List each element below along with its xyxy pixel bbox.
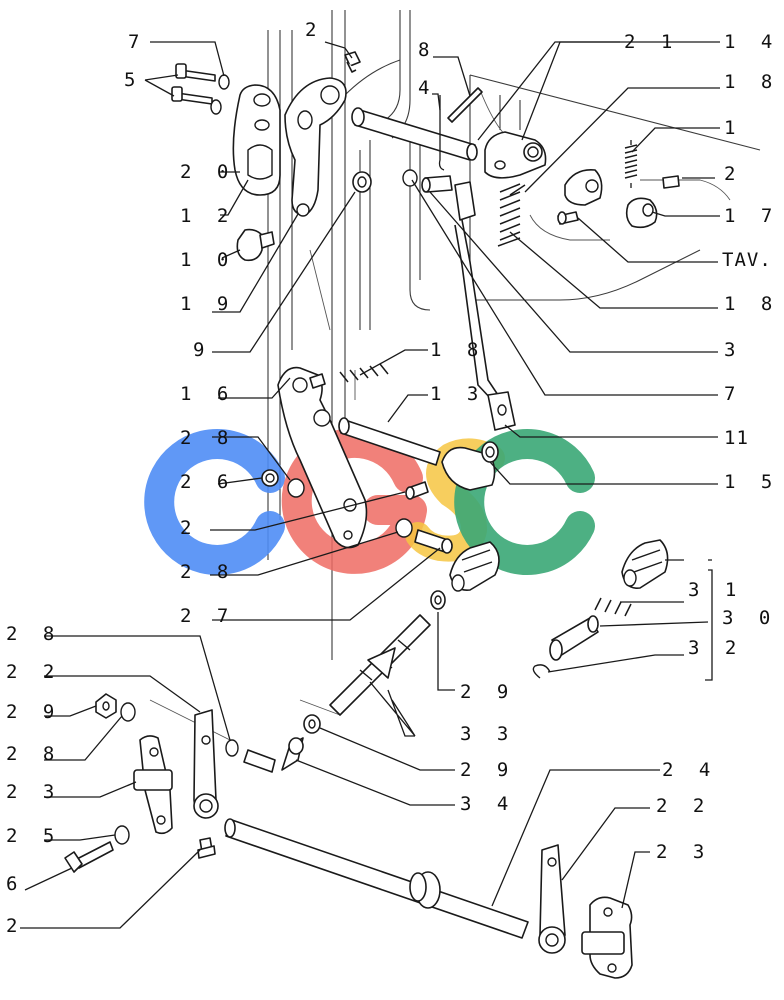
shaft-21 [351,107,478,161]
arm-22-b [538,844,566,954]
callout-15: 1 5 [724,471,779,493]
callout-11: 11 [724,427,749,449]
callout-32: 3 2 [688,637,743,659]
lever-16 [277,366,368,549]
callout-30: 3 0 [722,607,777,629]
part-lever-12 [284,77,347,217]
knob-10 [236,228,275,262]
callout-6: 6 [6,873,24,895]
callout-labels: 7 2 8 2 1 1 4 5 4 1 8 1 2 0 2 1 2 1 7 1 … [6,19,779,937]
callout-2-right: 2 [724,163,742,185]
callout-13: 1 3 [430,383,485,405]
callout-tav: TAV. [722,249,772,271]
screw-2-bottom [197,837,216,859]
callout-7-top: 7 [128,31,146,53]
callout-1: 1 [724,117,742,139]
spring-1 [624,140,638,188]
callout-17: 1 7 [724,205,779,227]
callout-3: 3 [724,339,742,361]
callout-27: 2 7 [180,605,235,627]
callout-34: 3 4 [460,793,515,815]
callout-21: 2 1 [624,31,679,53]
stud-tav [557,211,579,225]
washer-28-d [120,702,136,722]
callout-24: 2 4 [662,759,717,781]
callout-31: 3 1 [688,579,743,601]
watermark-letter-g [281,427,427,574]
callout-23-a: 2 3 [6,781,61,803]
callout-2-bottom: 2 [6,915,24,937]
callout-18-a: 1 8 [724,71,779,93]
rod-33 [329,614,431,716]
callout-29-c: 2 9 [460,759,515,781]
washer-25 [114,825,130,845]
bracket-23-b [581,896,633,979]
callout-10: 1 0 [180,249,235,271]
clip-32 [532,664,551,679]
callout-8-top: 8 [418,39,436,61]
leader-lines [20,41,720,929]
washer-28-a [287,478,305,498]
callout-2-mid: 2 [180,517,198,539]
stud-27 [414,529,453,554]
part-lever-20 [232,84,281,196]
watermark-letter-c1 [144,429,285,575]
cam-17-assembly [564,168,680,229]
nut-29-b [303,714,321,734]
nut-9 [352,171,372,193]
boot-31-a [449,541,500,592]
pin-3 [421,175,453,193]
callout-33: 3 3 [460,723,515,745]
callout-26: 2 6 [180,471,235,493]
callout-12: 1 2 [180,205,235,227]
callout-28-b: 2 8 [180,561,235,583]
bolts-5 [171,63,216,105]
callout-16: 1 6 [180,383,235,405]
callout-4: 4 [418,77,436,99]
callout-18-b: 1 8 [724,293,779,315]
nut-29-c [95,693,117,719]
callout-18-c: 1 8 [430,339,485,361]
washer-28-b [395,518,413,538]
bolt-6 [64,841,114,873]
callout-28-c: 2 8 [6,623,61,645]
ball-joint-34 [243,737,304,773]
screw-2-top [344,51,361,73]
washer-28-c [225,739,239,757]
callout-28-d: 2 8 [6,743,61,765]
callout-20: 2 0 [180,161,235,183]
callout-19: 1 9 [180,293,235,315]
arm-22-a [193,709,219,819]
bracket-14 [484,131,547,179]
callout-2-top: 2 [305,19,323,41]
callout-22-b: 2 2 [656,795,711,817]
plunger-30 [549,615,599,661]
callout-9: 9 [193,339,211,361]
callout-29-a: 2 9 [460,681,515,703]
watermark-letter-c2 [454,429,595,575]
shaft-24 [224,818,529,939]
callout-7-mid: 7 [724,383,742,405]
spring-18-top [497,183,526,247]
callout-29-b: 2 9 [6,701,61,723]
shaft-13 [338,417,441,466]
callout-23-b: 2 3 [656,841,711,863]
callout-5: 5 [124,69,142,91]
callout-28-a: 2 8 [180,427,235,449]
bushing-15 [441,441,499,491]
wire-4 [438,95,445,171]
bracket-23-a [133,735,173,835]
rod-11 [454,181,516,431]
nut-29-a [430,590,446,610]
nut-26 [261,469,279,487]
stud-2-mid [405,481,429,500]
spring-31 [594,597,632,617]
callout-14: 1 4 [724,31,779,53]
pin-8 [447,87,483,123]
boot-30 [621,539,669,589]
callout-22-a: 2 2 [6,661,61,683]
callout-25: 2 5 [6,825,61,847]
